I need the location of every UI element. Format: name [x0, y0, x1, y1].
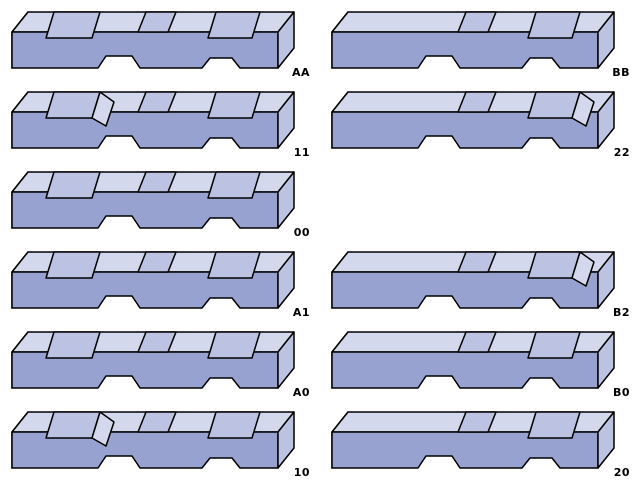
right-notch	[527, 331, 581, 359]
end-cap	[277, 91, 295, 149]
piece-11: 11	[10, 88, 310, 160]
center-slot	[457, 91, 497, 113]
center-slot	[137, 91, 177, 113]
piece-drawing	[11, 11, 295, 69]
piece-label: A1	[292, 306, 310, 319]
piece-drawing	[11, 331, 295, 389]
center-slot	[137, 11, 177, 33]
piece-label: A0	[292, 386, 310, 399]
center-slot	[457, 331, 497, 353]
end-cap	[277, 11, 295, 69]
right-notch	[207, 171, 261, 199]
center-slot	[137, 411, 177, 433]
left-wedge	[91, 91, 115, 127]
end-cap	[597, 251, 615, 309]
piece-drawing	[331, 331, 615, 389]
right-notch	[207, 91, 261, 119]
center-slot	[137, 331, 177, 353]
piece-aa: AA	[10, 8, 310, 80]
center-slot	[457, 11, 497, 33]
end-cap	[597, 411, 615, 469]
piece-a0: A0	[10, 328, 310, 400]
center-slot	[137, 251, 177, 273]
piece-10: 10	[10, 408, 310, 480]
end-cap	[277, 251, 295, 309]
end-cap	[597, 11, 615, 69]
left-notch	[45, 171, 101, 199]
end-cap	[597, 91, 615, 149]
piece-22: 22	[330, 88, 630, 160]
center-slot	[137, 171, 177, 193]
piece-drawing	[11, 91, 295, 149]
piece-drawing	[11, 171, 295, 229]
piece-label: 10	[293, 466, 310, 479]
left-wedge	[91, 411, 115, 447]
piece-a1: A1	[10, 248, 310, 320]
right-notch	[207, 331, 261, 359]
right-notch	[527, 91, 581, 119]
center-slot	[457, 251, 497, 273]
right-notch	[207, 411, 261, 439]
right-wedge	[571, 91, 595, 127]
left-notch	[45, 11, 101, 39]
piece-label: 22	[613, 146, 630, 159]
right-notch	[527, 11, 581, 39]
piece-00: 00	[10, 168, 310, 240]
piece-drawing	[331, 411, 615, 469]
right-notch	[527, 411, 581, 439]
right-notch	[207, 251, 261, 279]
end-cap	[277, 331, 295, 389]
piece-label: AA	[291, 66, 310, 79]
end-cap	[277, 171, 295, 229]
piece-drawing	[11, 411, 295, 469]
piece-label: B0	[612, 386, 630, 399]
piece-label: B2	[612, 306, 630, 319]
piece-label: 00	[293, 226, 310, 239]
left-notch	[45, 331, 101, 359]
center-slot	[457, 411, 497, 433]
piece-drawing	[331, 251, 615, 309]
left-notch	[45, 91, 101, 119]
piece-label: 20	[613, 466, 630, 479]
piece-label: BB	[612, 66, 630, 79]
right-wedge	[571, 251, 595, 287]
right-notch	[527, 251, 581, 279]
piece-drawing	[11, 251, 295, 309]
piece-drawing	[331, 11, 615, 69]
right-notch	[207, 11, 261, 39]
piece-label: 11	[293, 146, 310, 159]
left-notch	[45, 251, 101, 279]
piece-b0: B0	[330, 328, 630, 400]
piece-20: 20	[330, 408, 630, 480]
left-notch	[45, 411, 101, 439]
end-cap	[597, 331, 615, 389]
piece-drawing	[331, 91, 615, 149]
end-cap	[277, 411, 295, 469]
piece-b2: B2	[330, 248, 630, 320]
piece-bb: BB	[330, 8, 630, 80]
